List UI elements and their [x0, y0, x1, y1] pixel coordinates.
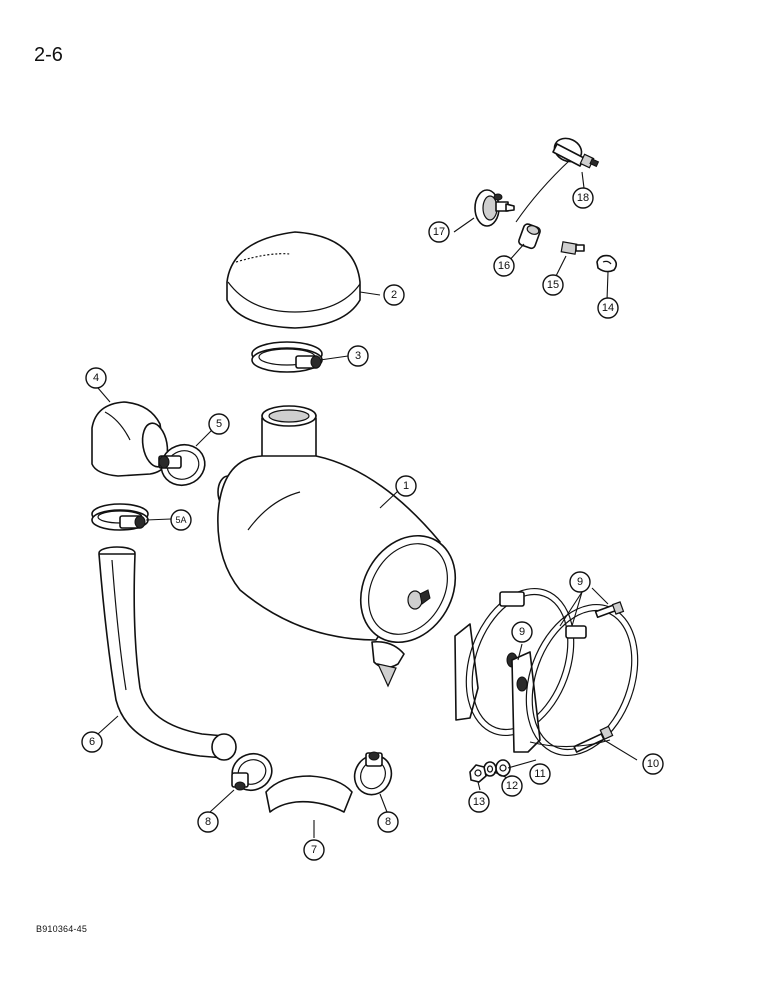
- callout-label: 16: [498, 260, 510, 272]
- callout-7: 7: [303, 839, 325, 861]
- callout-9-middle: 9: [511, 621, 533, 643]
- callout-label: 8: [385, 816, 391, 828]
- callout-15: 15: [542, 274, 564, 296]
- reference-code: B910364-45: [36, 924, 88, 934]
- callout-11: 11: [529, 763, 551, 785]
- callout-label: 10: [647, 758, 659, 770]
- part-5-clamp: [158, 443, 206, 487]
- callout-label: 3: [355, 350, 361, 362]
- callout-5: 5: [208, 413, 230, 435]
- callout-8-right: 8: [377, 811, 399, 833]
- callout-label: 12: [506, 780, 518, 792]
- part-13-nut: [469, 764, 487, 783]
- callout-1: 1: [395, 475, 417, 497]
- part-15-fitting: [560, 241, 585, 255]
- part-2-precleaner-cap: [226, 231, 361, 329]
- callout-label: 5: [216, 418, 222, 430]
- callout-label: 9: [577, 576, 583, 588]
- callout-label: 4: [93, 372, 99, 384]
- part-7-hose: [265, 775, 353, 813]
- part-8-clamp-left: [231, 752, 273, 792]
- callout-label: 5A: [175, 515, 186, 525]
- callout-16: 16: [493, 255, 515, 277]
- callout-label: 11: [534, 768, 545, 780]
- part-12-lockwasher: [483, 761, 497, 777]
- part-9-mounting-band-rear: [454, 587, 575, 737]
- part-6-intake-tube: [98, 546, 237, 761]
- callout-8-left: 8: [197, 811, 219, 833]
- callout-18: 18: [572, 187, 594, 209]
- callout-9-top: 9: [569, 571, 591, 593]
- callout-label: 18: [577, 192, 589, 204]
- part-1-air-cleaner: [217, 405, 457, 688]
- callout-2: 2: [383, 284, 405, 306]
- callout-3: 3: [347, 345, 369, 367]
- part-14-elbow: [596, 254, 618, 273]
- part-4-elbow-hose: [91, 401, 169, 477]
- callout-13: 13: [468, 791, 490, 813]
- page-number: 2-6: [34, 44, 63, 66]
- callout-label: 1: [403, 480, 409, 492]
- part-17-vacuator-valve: [474, 189, 515, 227]
- part-16-bushing: [518, 223, 541, 250]
- callout-label: 14: [602, 302, 614, 314]
- callout-6: 6: [81, 731, 103, 753]
- callout-label: 8: [205, 816, 211, 828]
- callout-5a: 5A: [170, 509, 192, 531]
- callout-label: 15: [547, 279, 559, 291]
- callout-label: 17: [433, 226, 445, 238]
- leader-lines: [97, 159, 638, 838]
- callout-label: 9: [519, 626, 525, 638]
- callout-label: 13: [473, 796, 485, 808]
- callout-17: 17: [428, 221, 450, 243]
- part-18-restriction-indicator: [552, 137, 600, 169]
- part-5a-clamp: [91, 503, 149, 531]
- callout-label: 6: [89, 736, 95, 748]
- part-3-clamp: [251, 341, 323, 373]
- part-8-clamp-right: [353, 751, 393, 796]
- part-9-bolt: [594, 601, 625, 619]
- callout-10: 10: [642, 753, 664, 775]
- callout-14: 14: [597, 297, 619, 319]
- callout-12: 12: [501, 775, 523, 797]
- part-10-bolt: [573, 725, 614, 753]
- callout-label: 2: [391, 289, 397, 301]
- callout-label: 7: [311, 844, 317, 856]
- callout-4: 4: [85, 367, 107, 389]
